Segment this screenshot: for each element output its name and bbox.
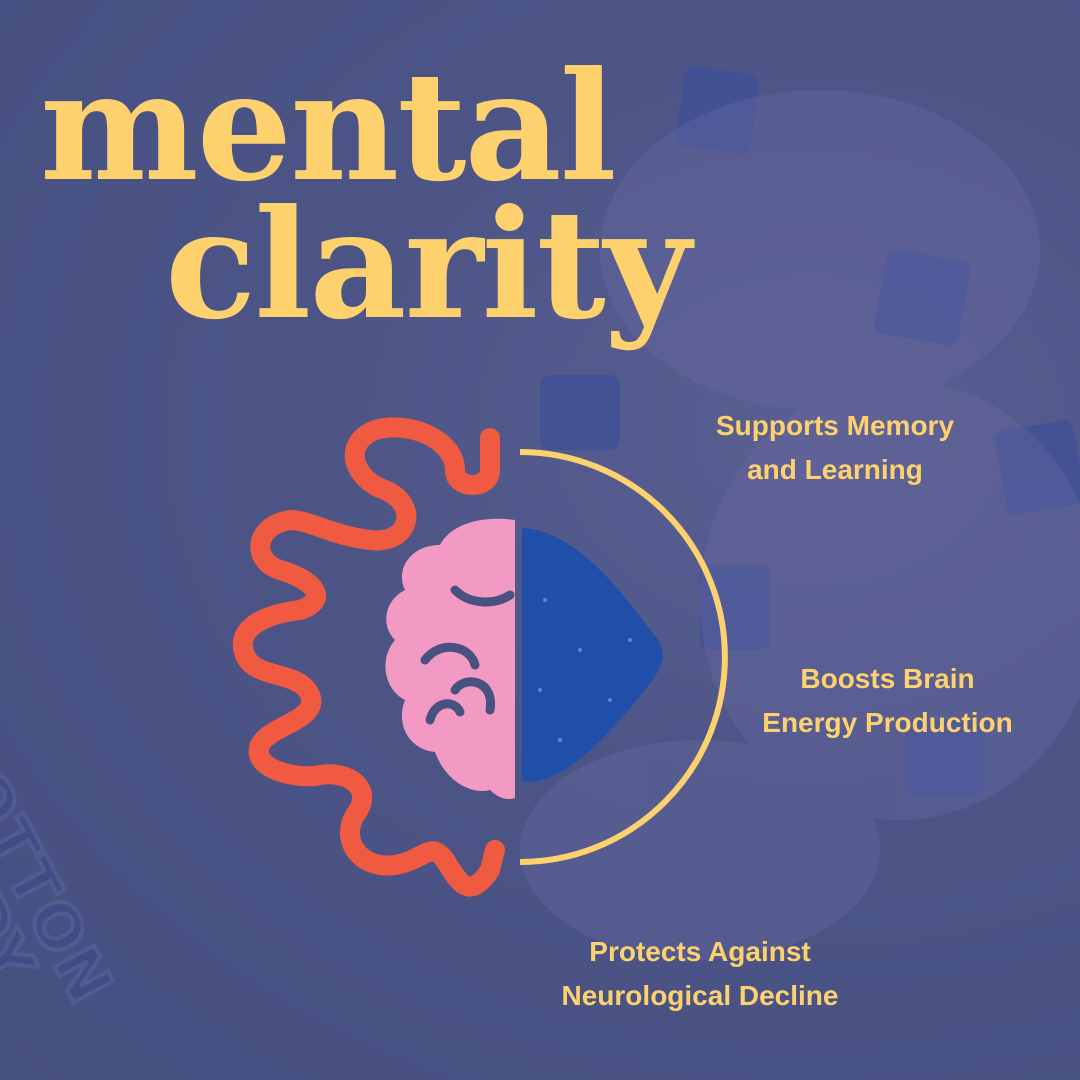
benefit-line: Supports Memory [715,410,955,441]
benefit-line: Boosts Brain [800,663,975,694]
brain-half-icon [385,518,515,800]
benefit-line: and Learning [747,454,923,485]
squiggle-line [233,417,505,897]
benefit-energy: Boosts Brain Energy Production [740,657,1035,745]
gummy-half-icon [522,528,663,782]
benefit-memory: Supports Memory and Learning [690,404,980,492]
benefit-line: Protects Against [589,936,811,967]
title-line-2: clarity [165,177,691,353]
title-line-1: mental [40,39,617,215]
benefit-protection: Protects Against Neurological Decline [530,930,870,1018]
benefit-line: Neurological Decline [561,980,839,1011]
arc-line [519,449,728,865]
benefit-line: Energy Production [762,707,1013,738]
